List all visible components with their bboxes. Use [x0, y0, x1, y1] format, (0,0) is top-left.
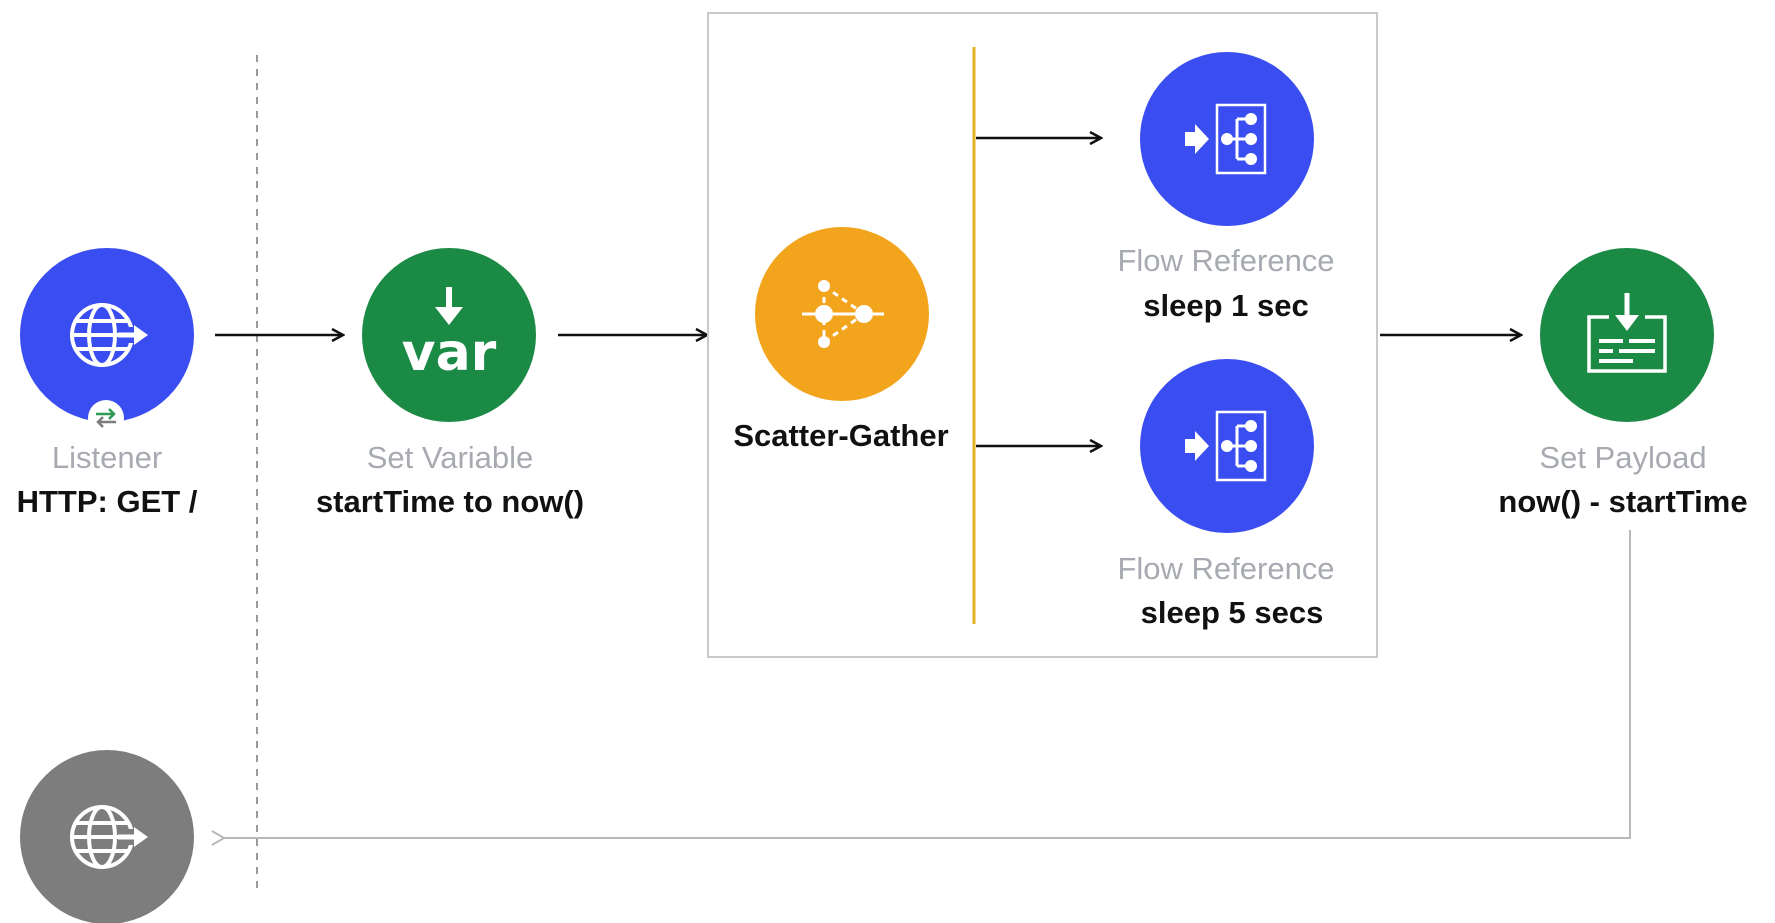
globe-arrow-icon: [70, 805, 150, 869]
swap-arrows-icon: [96, 408, 116, 428]
set-payload-node[interactable]: [1540, 248, 1714, 422]
flow-reference-1-type-label: Flow Reference: [1117, 243, 1335, 278]
response-node[interactable]: [20, 750, 194, 923]
globe-arrow-icon: [70, 303, 150, 367]
flow-reference-2-type-label: Flow Reference: [1117, 551, 1335, 586]
scatter-gather-node[interactable]: [755, 227, 929, 401]
set-payload-type-label: Set Payload: [1539, 440, 1707, 475]
scatter-gather-icon: [802, 280, 884, 348]
return-path: [211, 530, 1631, 846]
flow-reference-1-name-label: sleep 1 sec: [1143, 288, 1309, 323]
listener-type-label: Listener: [51, 440, 163, 475]
listener-name-label: HTTP: GET /: [16, 484, 198, 519]
set-variable-name-label: startTime to now(): [315, 484, 585, 519]
set-variable-type-label: Set Variable: [366, 440, 534, 475]
flow-reference-2-node[interactable]: [1140, 359, 1314, 533]
flow-reference-1-node[interactable]: [1140, 52, 1314, 226]
scatter-gather-scope[interactable]: [707, 12, 1378, 658]
set-payload-name-label: now() - startTime: [1498, 484, 1748, 519]
payload-icon: [1587, 293, 1667, 373]
flow-reference-icon: [1185, 103, 1267, 175]
listener-node[interactable]: [20, 248, 194, 422]
var-icon-text: var: [401, 323, 497, 383]
flow-reference-icon: [1185, 410, 1267, 482]
listener-badge: [88, 400, 124, 436]
scatter-gather-name-label: Scatter-Gather: [733, 418, 949, 453]
set-variable-node[interactable]: var: [362, 248, 536, 422]
download-arrow-icon: [435, 287, 463, 325]
flow-reference-2-name-label: sleep 5 secs: [1140, 595, 1324, 630]
